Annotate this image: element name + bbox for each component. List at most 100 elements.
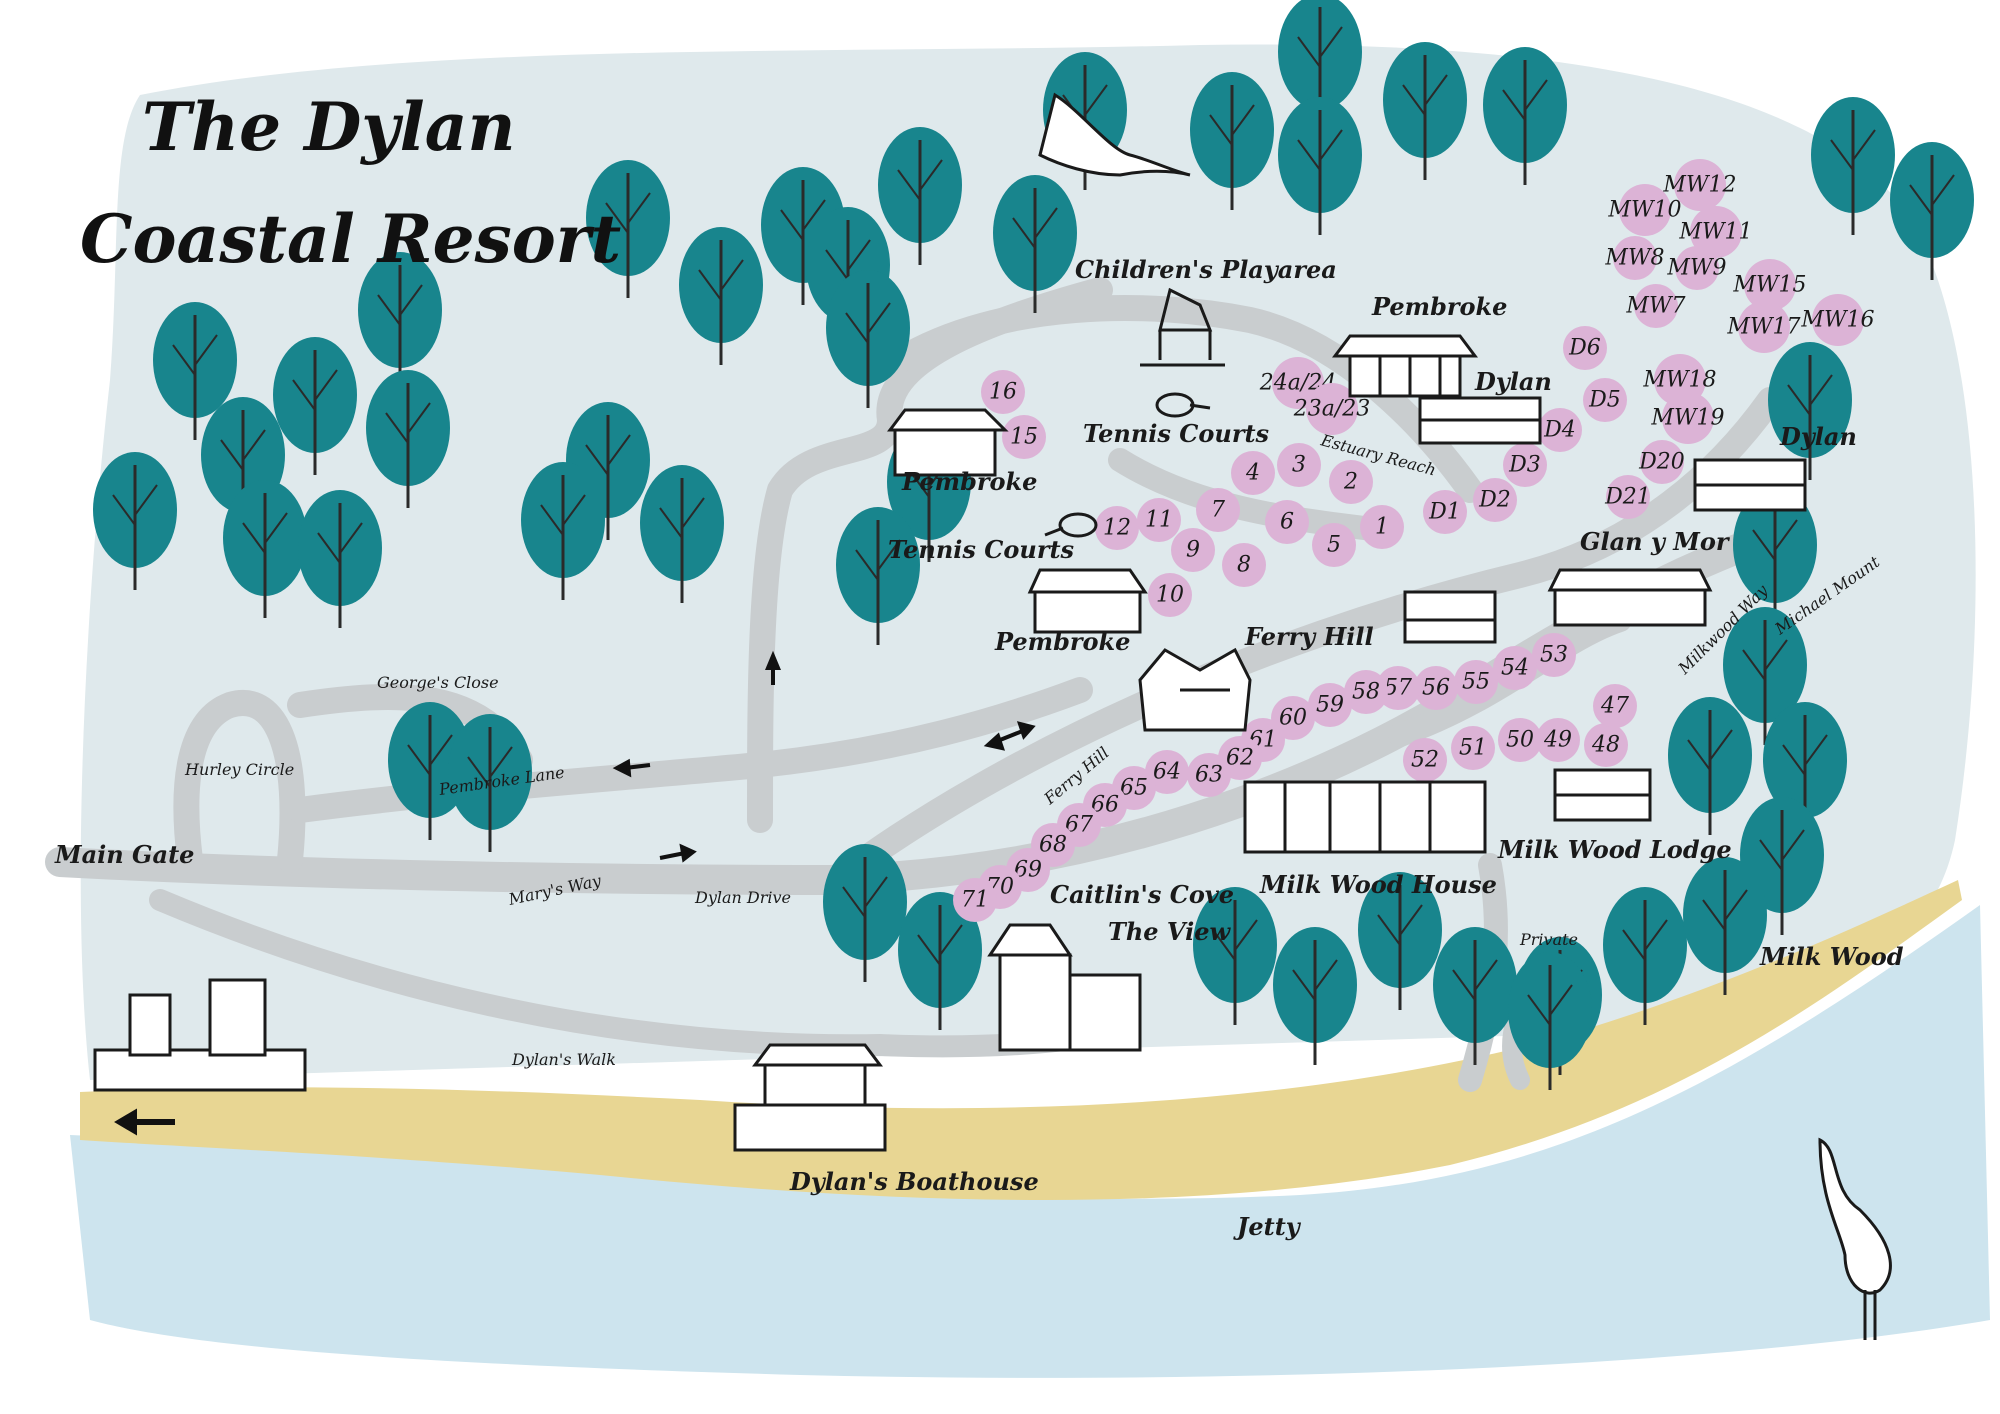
unit-11[interactable]: 11 bbox=[1137, 498, 1181, 542]
tree-icon bbox=[1668, 697, 1752, 835]
label-dylan-top: Dylan bbox=[1474, 367, 1552, 396]
unit-7[interactable]: 7 bbox=[1196, 488, 1240, 532]
tree-icon bbox=[1483, 47, 1567, 185]
svg-text:MW17: MW17 bbox=[1726, 315, 1800, 340]
svg-text:MW10: MW10 bbox=[1607, 198, 1681, 223]
label-ferry-hill: Ferry Hill bbox=[1244, 622, 1374, 651]
tree-icon bbox=[836, 507, 920, 645]
tree-icon bbox=[1733, 487, 1817, 625]
svg-text:64: 64 bbox=[1153, 760, 1181, 785]
svg-text:D20: D20 bbox=[1638, 450, 1685, 475]
label-tennis-courts-top: Tennis Courts bbox=[1083, 419, 1270, 448]
tree-icon bbox=[1193, 887, 1277, 1025]
unit-3[interactable]: 3 bbox=[1277, 443, 1321, 487]
svg-text:51: 51 bbox=[1459, 736, 1487, 761]
svg-text:11: 11 bbox=[1145, 508, 1173, 533]
unit-59[interactable]: 59 bbox=[1308, 683, 1352, 727]
unit-54[interactable]: 54 bbox=[1493, 646, 1537, 690]
unit-47[interactable]: 47 bbox=[1593, 684, 1637, 728]
svg-text:60: 60 bbox=[1279, 706, 1307, 731]
unit-55[interactable]: 55 bbox=[1454, 660, 1498, 704]
unit-d4[interactable]: D4 bbox=[1538, 408, 1582, 452]
unit-58[interactable]: 58 bbox=[1344, 670, 1388, 714]
unit-49[interactable]: 49 bbox=[1536, 718, 1580, 762]
svg-text:12: 12 bbox=[1103, 516, 1131, 541]
label-glan-y-mor: Glan y Mor bbox=[1580, 527, 1731, 556]
svg-text:47: 47 bbox=[1600, 694, 1629, 719]
svg-text:6: 6 bbox=[1280, 510, 1294, 535]
building-dylans-boathouse bbox=[733, 1043, 887, 1152]
svg-text:52: 52 bbox=[1411, 748, 1439, 773]
tree-icon bbox=[358, 252, 442, 390]
unit-23a-23[interactable]: 23a/23 bbox=[1293, 383, 1371, 435]
unit-mw19[interactable]: MW19 bbox=[1650, 392, 1725, 444]
unit-d21[interactable]: D21 bbox=[1604, 475, 1651, 519]
unit-mw12[interactable]: MW12 bbox=[1662, 159, 1737, 211]
unit-2[interactable]: 2 bbox=[1329, 460, 1373, 504]
unit-mw11[interactable]: MW11 bbox=[1678, 206, 1753, 258]
svg-text:MW9: MW9 bbox=[1666, 256, 1726, 281]
unit-8[interactable]: 8 bbox=[1222, 543, 1266, 587]
building-pembroke-mid bbox=[1027, 568, 1148, 634]
unit-51[interactable]: 51 bbox=[1451, 726, 1495, 770]
unit-6[interactable]: 6 bbox=[1265, 500, 1309, 544]
tree-icon bbox=[366, 370, 450, 508]
building-ferry-hill bbox=[1403, 590, 1497, 644]
svg-text:53: 53 bbox=[1540, 643, 1568, 668]
unit-52[interactable]: 52 bbox=[1403, 738, 1447, 782]
unit-12[interactable]: 12 bbox=[1095, 506, 1139, 550]
unit-57[interactable]: 57 bbox=[1376, 666, 1420, 710]
svg-text:D21: D21 bbox=[1604, 485, 1651, 510]
unit-56[interactable]: 56 bbox=[1414, 666, 1458, 710]
unit-mw10[interactable]: MW10 bbox=[1607, 184, 1682, 236]
building-pembroke-left bbox=[887, 408, 1009, 477]
tree-cluster bbox=[93, 0, 1974, 1090]
unit-mw16[interactable]: MW16 bbox=[1800, 294, 1875, 346]
unit-d6[interactable]: D6 bbox=[1563, 326, 1607, 370]
unit-mw15[interactable]: MW15 bbox=[1732, 259, 1807, 311]
svg-text:48: 48 bbox=[1591, 733, 1620, 758]
label-the-view: The View bbox=[1108, 917, 1232, 946]
unit-5[interactable]: 5 bbox=[1312, 523, 1356, 567]
unit-mw8[interactable]: MW8 bbox=[1604, 236, 1665, 280]
unit-71[interactable]: 71 bbox=[953, 878, 997, 922]
unit-10[interactable]: 10 bbox=[1148, 573, 1192, 617]
unit-9[interactable]: 9 bbox=[1171, 528, 1215, 572]
unit-mw7[interactable]: MW7 bbox=[1625, 284, 1686, 328]
svg-text:MW11: MW11 bbox=[1678, 220, 1752, 245]
unit-15[interactable]: 15 bbox=[1002, 415, 1046, 459]
tree-icon bbox=[898, 892, 982, 1030]
svg-text:D5: D5 bbox=[1588, 388, 1621, 413]
unit-mw9[interactable]: MW9 bbox=[1666, 246, 1727, 290]
unit-d1[interactable]: D1 bbox=[1423, 490, 1467, 534]
title-line-2: Coastal Resort bbox=[80, 200, 621, 278]
tree-icon bbox=[1768, 342, 1852, 480]
tree-icon bbox=[448, 714, 532, 852]
unit-64[interactable]: 64 bbox=[1145, 750, 1189, 794]
unit-16[interactable]: 16 bbox=[981, 370, 1025, 414]
svg-text:71: 71 bbox=[961, 888, 989, 913]
unit-d5[interactable]: D5 bbox=[1583, 378, 1627, 422]
tree-icon bbox=[298, 490, 382, 628]
unit-50[interactable]: 50 bbox=[1498, 718, 1542, 762]
tennis-racket-icon-top bbox=[1155, 392, 1211, 418]
unit-d20[interactable]: D20 bbox=[1638, 440, 1685, 484]
unit-1[interactable]: 1 bbox=[1360, 505, 1404, 549]
tree-icon bbox=[1273, 927, 1357, 1065]
unit-63[interactable]: 63 bbox=[1187, 753, 1231, 797]
unit-4[interactable]: 4 bbox=[1231, 451, 1275, 495]
unit-d3[interactable]: D3 bbox=[1503, 443, 1547, 487]
unit-mw17[interactable]: MW17 bbox=[1726, 301, 1801, 353]
svg-text:57: 57 bbox=[1384, 676, 1412, 701]
unit-48[interactable]: 48 bbox=[1584, 723, 1628, 767]
svg-text:59: 59 bbox=[1316, 693, 1344, 718]
label-pembroke-left: Pembroke bbox=[901, 467, 1037, 496]
unit-53[interactable]: 53 bbox=[1532, 633, 1576, 677]
building-caitlins-cove bbox=[1138, 647, 1252, 732]
unit-d2[interactable]: D2 bbox=[1473, 478, 1517, 522]
tree-icon bbox=[1683, 857, 1767, 995]
label-pembroke-top: Pembroke bbox=[1371, 292, 1507, 321]
road-hurley-circle: Hurley Circle bbox=[184, 760, 294, 779]
label-milk-wood-house: Milk Wood House bbox=[1259, 870, 1497, 899]
label-pembroke-mid: Pembroke bbox=[994, 627, 1130, 656]
